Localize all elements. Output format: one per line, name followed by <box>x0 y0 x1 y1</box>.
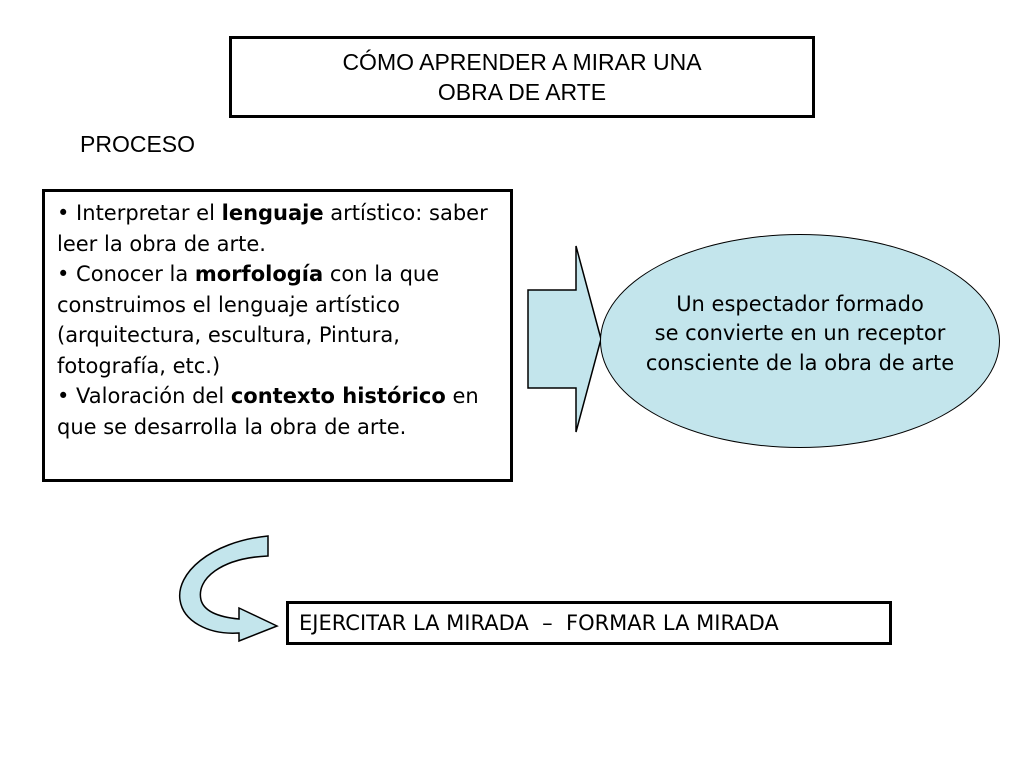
process-item-1-text-b: artístico: saber leer la obra de arte. <box>57 201 488 256</box>
process-item-3-text-b: en que se desarrolla la obra de arte. <box>57 384 479 439</box>
bottom-separator: – <box>528 611 566 635</box>
process-item-2-text-b: con la que construimos el lenguaje artís… <box>57 262 440 378</box>
process-box: • Interpretar el lenguaje artístico: sab… <box>42 189 513 482</box>
title-box: CÓMO APRENDER A MIRAR UNA OBRA DE ARTE <box>229 36 815 118</box>
process-item-1-keyword: lenguaje <box>221 201 324 225</box>
bottom-left-text: EJERCITAR LA MIRADA <box>299 611 529 635</box>
bottom-right-text: FORMAR LA MIRADA <box>565 611 779 635</box>
result-line-3: consciente de la obra de arte <box>645 350 955 375</box>
curved-arrow-shape <box>179 535 279 643</box>
process-item-1-text-a: • Interpretar el <box>57 201 222 225</box>
process-item-2-keyword: morfología <box>194 262 324 286</box>
section-label: PROCESO <box>80 131 196 157</box>
result-line-2: se convierte en un receptor <box>654 321 946 346</box>
title-line-1: CÓMO APRENDER A MIRAR UNA <box>342 49 702 75</box>
right-arrow-icon <box>527 245 602 433</box>
bottom-box: EJERCITAR LA MIRADA – FORMAR LA MIRADA <box>286 601 892 645</box>
process-item-3-keyword: contexto histórico <box>230 384 446 408</box>
result-ellipse: Un espectador formado se convierte en un… <box>600 234 1000 448</box>
process-item-3: • Valoración del contexto histórico en q… <box>57 381 510 442</box>
process-item-2-text-a: • Conocer la <box>57 262 195 286</box>
curved-arrow-icon <box>179 535 279 643</box>
process-item-2: • Conocer la morfología con la que const… <box>57 259 510 381</box>
process-item-3-text-a: • Valoración del <box>57 384 231 408</box>
result-line-1: Un espectador formado <box>676 291 924 316</box>
title-line-2: OBRA DE ARTE <box>437 79 607 105</box>
process-item-1: • Interpretar el lenguaje artístico: sab… <box>57 198 510 259</box>
right-arrow-shape <box>527 245 602 433</box>
